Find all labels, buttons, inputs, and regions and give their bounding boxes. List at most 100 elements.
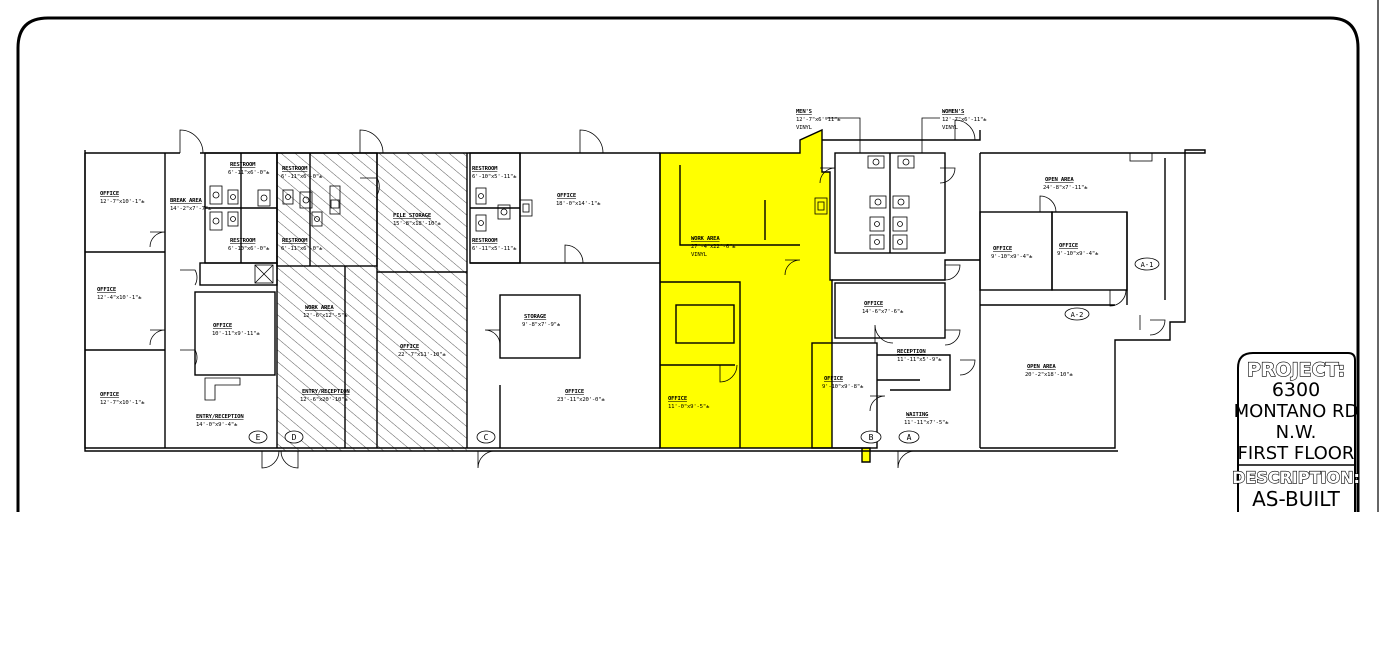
room-label-office-3: OFFICE 12'-7"x10'-1"± <box>100 392 145 406</box>
room-label-womens: WOMEN'S 12'-7"x6'-11"± VINYL <box>942 109 987 131</box>
room-label-restroom-1: RESTROOM 6'-11"x6'-0"± <box>228 162 270 176</box>
svg-text:6'-11"x5'-11"±: 6'-11"x5'-11"± <box>472 246 517 252</box>
room-label-office-8: OFFICE 11'-0"x9'-5"± <box>668 396 710 410</box>
highlighted-suite <box>659 128 871 463</box>
svg-text:WAITING: WAITING <box>906 412 929 418</box>
svg-text:OFFICE: OFFICE <box>213 323 232 329</box>
svg-text:14'-0"x9'-4"±: 14'-0"x9'-4"± <box>196 422 238 428</box>
address-direction: N.W. <box>1276 422 1317 443</box>
svg-text:RESTROOM: RESTROOM <box>230 162 256 168</box>
svg-text:A-1: A-1 <box>1141 261 1154 269</box>
svg-text:RESTROOM: RESTROOM <box>230 238 256 244</box>
svg-text:12'-7"x10'-1"±: 12'-7"x10'-1"± <box>100 400 145 406</box>
svg-text:14'-2"x7'-7"±: 14'-2"x7'-7"± <box>170 206 212 212</box>
room-label-restroom-2: RESTROOM 6'-11"x6'-0"± <box>281 166 323 180</box>
svg-text:6'-11"x6'-0"±: 6'-11"x6'-0"± <box>228 170 270 176</box>
svg-text:D: D <box>292 433 297 442</box>
room-label-office-12: OFFICE 9'-10"x9'-4"± <box>1057 243 1099 257</box>
address-number: 6300 <box>1272 379 1320 401</box>
svg-text:OFFICE: OFFICE <box>97 287 116 293</box>
marker-A2: A-2 <box>1064 307 1090 321</box>
svg-text:6'-11"x6'-0"±: 6'-11"x6'-0"± <box>281 174 323 180</box>
plumbing-fixtures <box>204 152 1153 401</box>
svg-text:OFFICE: OFFICE <box>668 396 687 402</box>
svg-text:WOMEN'S: WOMEN'S <box>942 109 965 115</box>
svg-text:VINYL: VINYL <box>796 125 813 131</box>
svg-text:FILE STORAGE: FILE STORAGE <box>393 213 431 219</box>
svg-text:11'-0"x9'-5"±: 11'-0"x9'-5"± <box>668 404 710 410</box>
room-label-reception: RECEPTION 11'-11"x5'-9"± <box>897 349 942 363</box>
svg-text:9'-10"x9'-4"±: 9'-10"x9'-4"± <box>991 254 1033 260</box>
svg-text:WORK AREA: WORK AREA <box>691 236 720 242</box>
svg-text:VINYL: VINYL <box>691 252 708 258</box>
room-label-restroom-6: RESTROOM 6'-11"x5'-11"± <box>472 238 517 252</box>
svg-text:OFFICE: OFFICE <box>993 246 1012 252</box>
sheet-border <box>16 0 1379 512</box>
svg-text:24'-8"x7'-11"±: 24'-8"x7'-11"± <box>1043 185 1088 191</box>
svg-text:22'-7"x11'-10"±: 22'-7"x11'-10"± <box>398 352 446 358</box>
marker-B: B <box>860 430 882 444</box>
room-label-office-10: OFFICE 9'-10"x9'-8"± <box>822 376 864 390</box>
svg-text:VINYL: VINYL <box>942 125 959 131</box>
svg-text:18'-0"x14'-1"±: 18'-0"x14'-1"± <box>556 201 601 207</box>
svg-text:6'-10"x5'-11"±: 6'-10"x5'-11"± <box>472 174 517 180</box>
svg-text:9'-8"x7'-9"±: 9'-8"x7'-9"± <box>522 322 561 328</box>
svg-text:OFFICE: OFFICE <box>100 392 119 398</box>
svg-text:11'-11"x5'-9"±: 11'-11"x5'-9"± <box>897 357 942 363</box>
room-label-office-2: OFFICE 12'-4"x10'-1"± <box>97 287 142 301</box>
svg-text:A-2: A-2 <box>1071 311 1084 319</box>
svg-text:14'-6"x7'-6"±: 14'-6"x7'-6"± <box>862 309 904 315</box>
svg-text:RESTROOM: RESTROOM <box>282 166 308 172</box>
svg-text:RESTROOM: RESTROOM <box>472 238 498 244</box>
address-street: MONTANO RD <box>1234 401 1359 422</box>
svg-text:12'-6"x12'-5"±: 12'-6"x12'-5"± <box>303 313 348 319</box>
svg-text:OFFICE: OFFICE <box>100 191 119 197</box>
svg-text:6'-10"x6'-0"±: 6'-10"x6'-0"± <box>228 246 270 252</box>
svg-text:OFFICE: OFFICE <box>824 376 843 382</box>
svg-text:10'-11"x9'-11"±: 10'-11"x9'-11"± <box>212 331 260 337</box>
marker-D: D <box>284 430 304 444</box>
marker-A1: A-1 <box>1134 257 1160 271</box>
svg-text:12'-4"x10'-1"±: 12'-4"x10'-1"± <box>97 295 142 301</box>
svg-text:9'-10"x9'-4"±: 9'-10"x9'-4"± <box>1057 251 1099 257</box>
marker-E: E <box>248 430 268 444</box>
svg-text:OFFICE: OFFICE <box>565 389 584 395</box>
description-value: AS-BUILT <box>1252 487 1341 511</box>
floor-label: FIRST FLOOR <box>1238 443 1355 464</box>
svg-text:12'-6"x20'-10"±: 12'-6"x20'-10"± <box>300 397 348 403</box>
svg-text:OFFICE: OFFICE <box>864 301 883 307</box>
svg-text:E: E <box>256 433 261 442</box>
room-label-office-4: OFFICE 10'-11"x9'-11"± <box>212 323 261 337</box>
svg-text:RECEPTION: RECEPTION <box>897 349 926 355</box>
svg-text:9'-10"x9'-8"±: 9'-10"x9'-8"± <box>822 384 864 390</box>
room-label-restroom-3: RESTROOM 6'-10"x6'-0"± <box>228 238 270 252</box>
svg-text:ENTRY/RECEPTION: ENTRY/RECEPTION <box>196 414 244 420</box>
svg-text:C: C <box>484 433 489 442</box>
description-label: DESCRIPTION: <box>1232 468 1360 487</box>
door-swings <box>149 119 1166 469</box>
svg-text:OFFICE: OFFICE <box>1059 243 1078 249</box>
svg-text:MEN'S: MEN'S <box>796 109 813 115</box>
project-label: PROJECT: <box>1247 359 1345 381</box>
svg-text:BREAK AREA: BREAK AREA <box>170 198 203 204</box>
svg-text:12'-7"x6'-11"±: 12'-7"x6'-11"± <box>796 117 841 123</box>
svg-text:B: B <box>869 433 874 442</box>
svg-text:RESTROOM: RESTROOM <box>282 238 308 244</box>
room-label-office-11: OFFICE 9'-10"x9'-4"± <box>991 246 1033 260</box>
svg-text:12'-7"x6'-11"±: 12'-7"x6'-11"± <box>942 117 987 123</box>
svg-text:OPEN AREA: OPEN AREA <box>1027 364 1056 370</box>
room-label-office-9: OFFICE 14'-6"x7'-6"± <box>862 301 904 315</box>
leader-lines <box>825 117 940 153</box>
